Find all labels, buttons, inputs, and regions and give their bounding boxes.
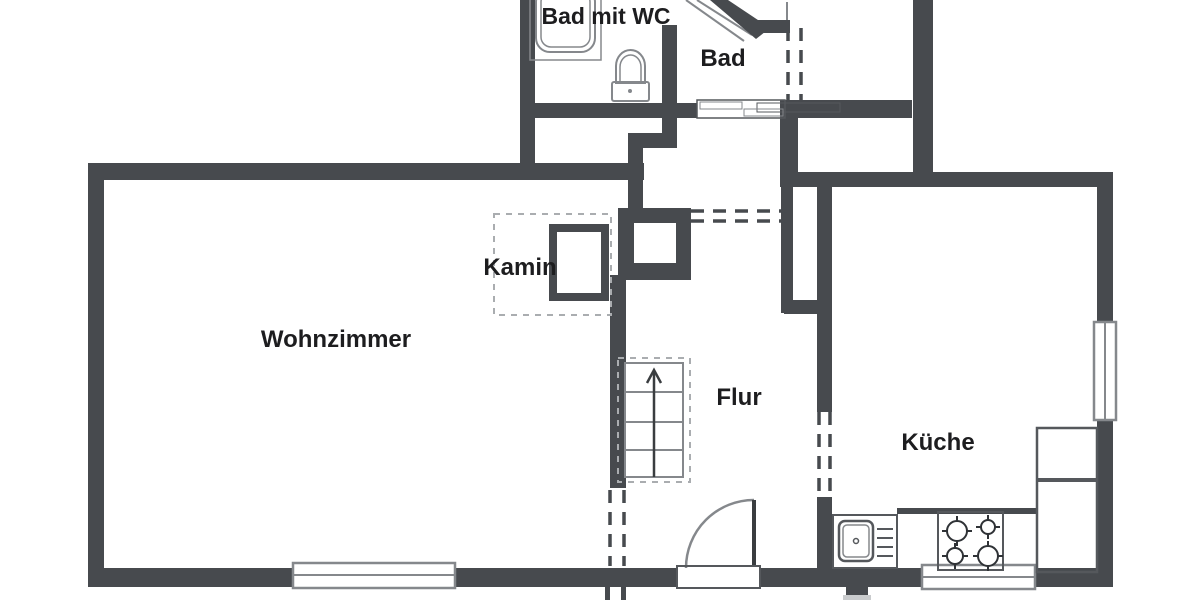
room-label-bad-mit-wc: Bad mit WC [541,3,670,29]
room-label-kamin: Kamin [483,254,556,281]
shower-wall-diagonal [710,0,770,39]
stairs-dashed-outline [617,357,691,483]
wall [88,163,644,180]
wall [1097,187,1113,325]
fireplace-zone-dashed [493,213,612,316]
stove-4-burners [937,511,1004,571]
wall [520,103,697,118]
cellar-stub [846,587,868,597]
wall [662,25,677,115]
wall [781,187,793,313]
kitchen-counter [1035,426,1099,574]
wall [610,275,626,488]
wall [760,568,833,587]
staircase-up [617,357,691,483]
fireplace-box [549,224,609,301]
wall [1097,418,1113,587]
kitchen-sink [832,514,898,569]
wall [520,0,535,180]
wall [780,100,798,187]
wall [833,568,922,587]
wall [628,133,643,223]
window-kitchen-right [1092,320,1118,422]
sliding-door [696,99,841,119]
porch-step-line [605,587,610,600]
fireplace [493,213,612,316]
room-label-flur: Flur [716,384,761,411]
wall [88,568,293,587]
room-label-bad: Bad [700,45,745,72]
shower-wall-bar [754,20,790,33]
wall [784,300,818,314]
chimney-block [618,208,691,280]
stairs-up-arrow [645,367,663,384]
room-label-kueche: Küche [901,429,974,456]
bathtub [529,0,602,61]
porch-step-line [621,587,626,600]
wall [455,568,677,587]
room-label-wohnzimmer: Wohnzimmer [261,326,411,353]
virtual-wall-openings [608,28,832,566]
wall [817,497,832,587]
wall [785,100,912,118]
door-threshold [676,565,761,589]
window-living-room [291,561,457,590]
room-labels: Bad mit WC Bad Wohnzimmer Kamin Flur Küc… [261,3,975,456]
walls [88,0,1113,600]
cellar-stub-cap [843,595,871,600]
wall [780,172,1113,187]
toilet [611,49,650,102]
wall [913,0,933,182]
door-swing-arc [684,498,755,569]
wall [88,163,104,587]
wall [817,187,832,412]
corner-shower [685,0,790,42]
entry-door [676,498,761,589]
